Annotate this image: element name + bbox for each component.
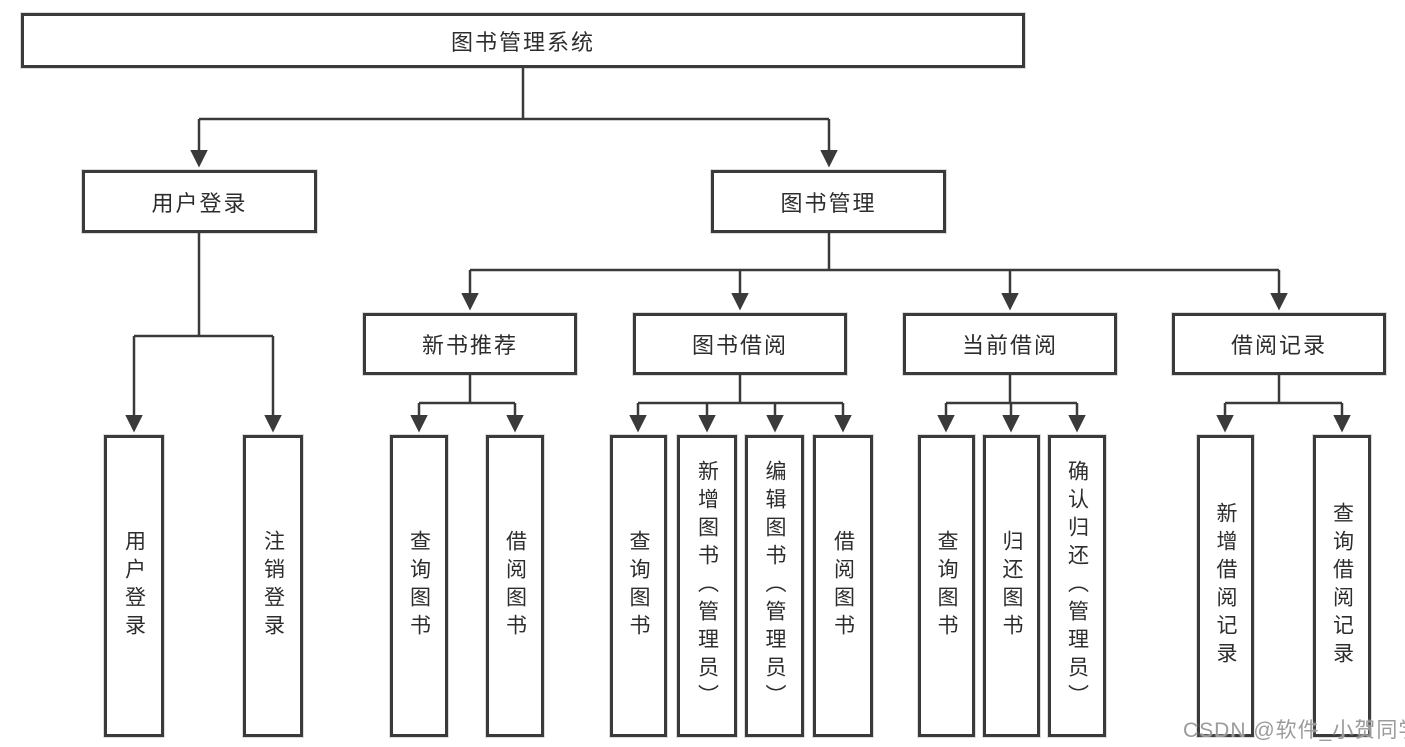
connector-book-borrow-branch — [638, 375, 843, 405]
node-root-system: 图书管理系统 — [21, 13, 1025, 68]
connector-new-book-rec-branch — [419, 375, 515, 405]
leaf-borrow-books-borrowing: 借阅图书 — [813, 435, 873, 737]
node-book-management: 图书管理 — [711, 170, 946, 233]
leaf-confirm-return-admin: 确认归还（管理员） — [1048, 435, 1106, 737]
leaf-user-login: 用户登录 — [104, 435, 164, 737]
csdn-watermark: CSDN @软件_小贺同学 — [1183, 719, 1405, 742]
node-user-login: 用户登录 — [82, 170, 317, 233]
connector-book-mgmt-branch — [470, 233, 1279, 272]
connector-current-borrow-branch — [946, 375, 1077, 405]
leaf-add-borrow-record: 新增借阅记录 — [1197, 435, 1254, 737]
leaf-logout: 注销登录 — [243, 435, 303, 737]
node-current-borrowing: 当前借阅 — [903, 313, 1117, 375]
connector-user-login-branch — [134, 233, 273, 338]
leaf-query-borrow-record: 查询借阅记录 — [1313, 435, 1371, 737]
leaf-query-books-borrowing: 查询图书 — [610, 435, 667, 737]
leaf-borrow-books-recommend: 借阅图书 — [486, 435, 544, 737]
connector-root-branch — [199, 68, 829, 121]
leaf-add-books-admin: 新增图书（管理员） — [677, 435, 737, 737]
leaf-edit-books-admin: 编辑图书（管理员） — [745, 435, 804, 737]
node-borrowing-records: 借阅记录 — [1172, 313, 1386, 375]
leaf-query-books-current: 查询图书 — [918, 435, 975, 737]
leaf-query-books-recommend: 查询图书 — [390, 435, 448, 737]
node-new-book-recommendation: 新书推荐 — [363, 313, 577, 375]
connector-group — [125, 68, 1351, 433]
node-book-borrowing: 图书借阅 — [633, 313, 847, 375]
leaf-return-books: 归还图书 — [983, 435, 1040, 737]
connector-borrow-records-branch — [1225, 375, 1342, 405]
